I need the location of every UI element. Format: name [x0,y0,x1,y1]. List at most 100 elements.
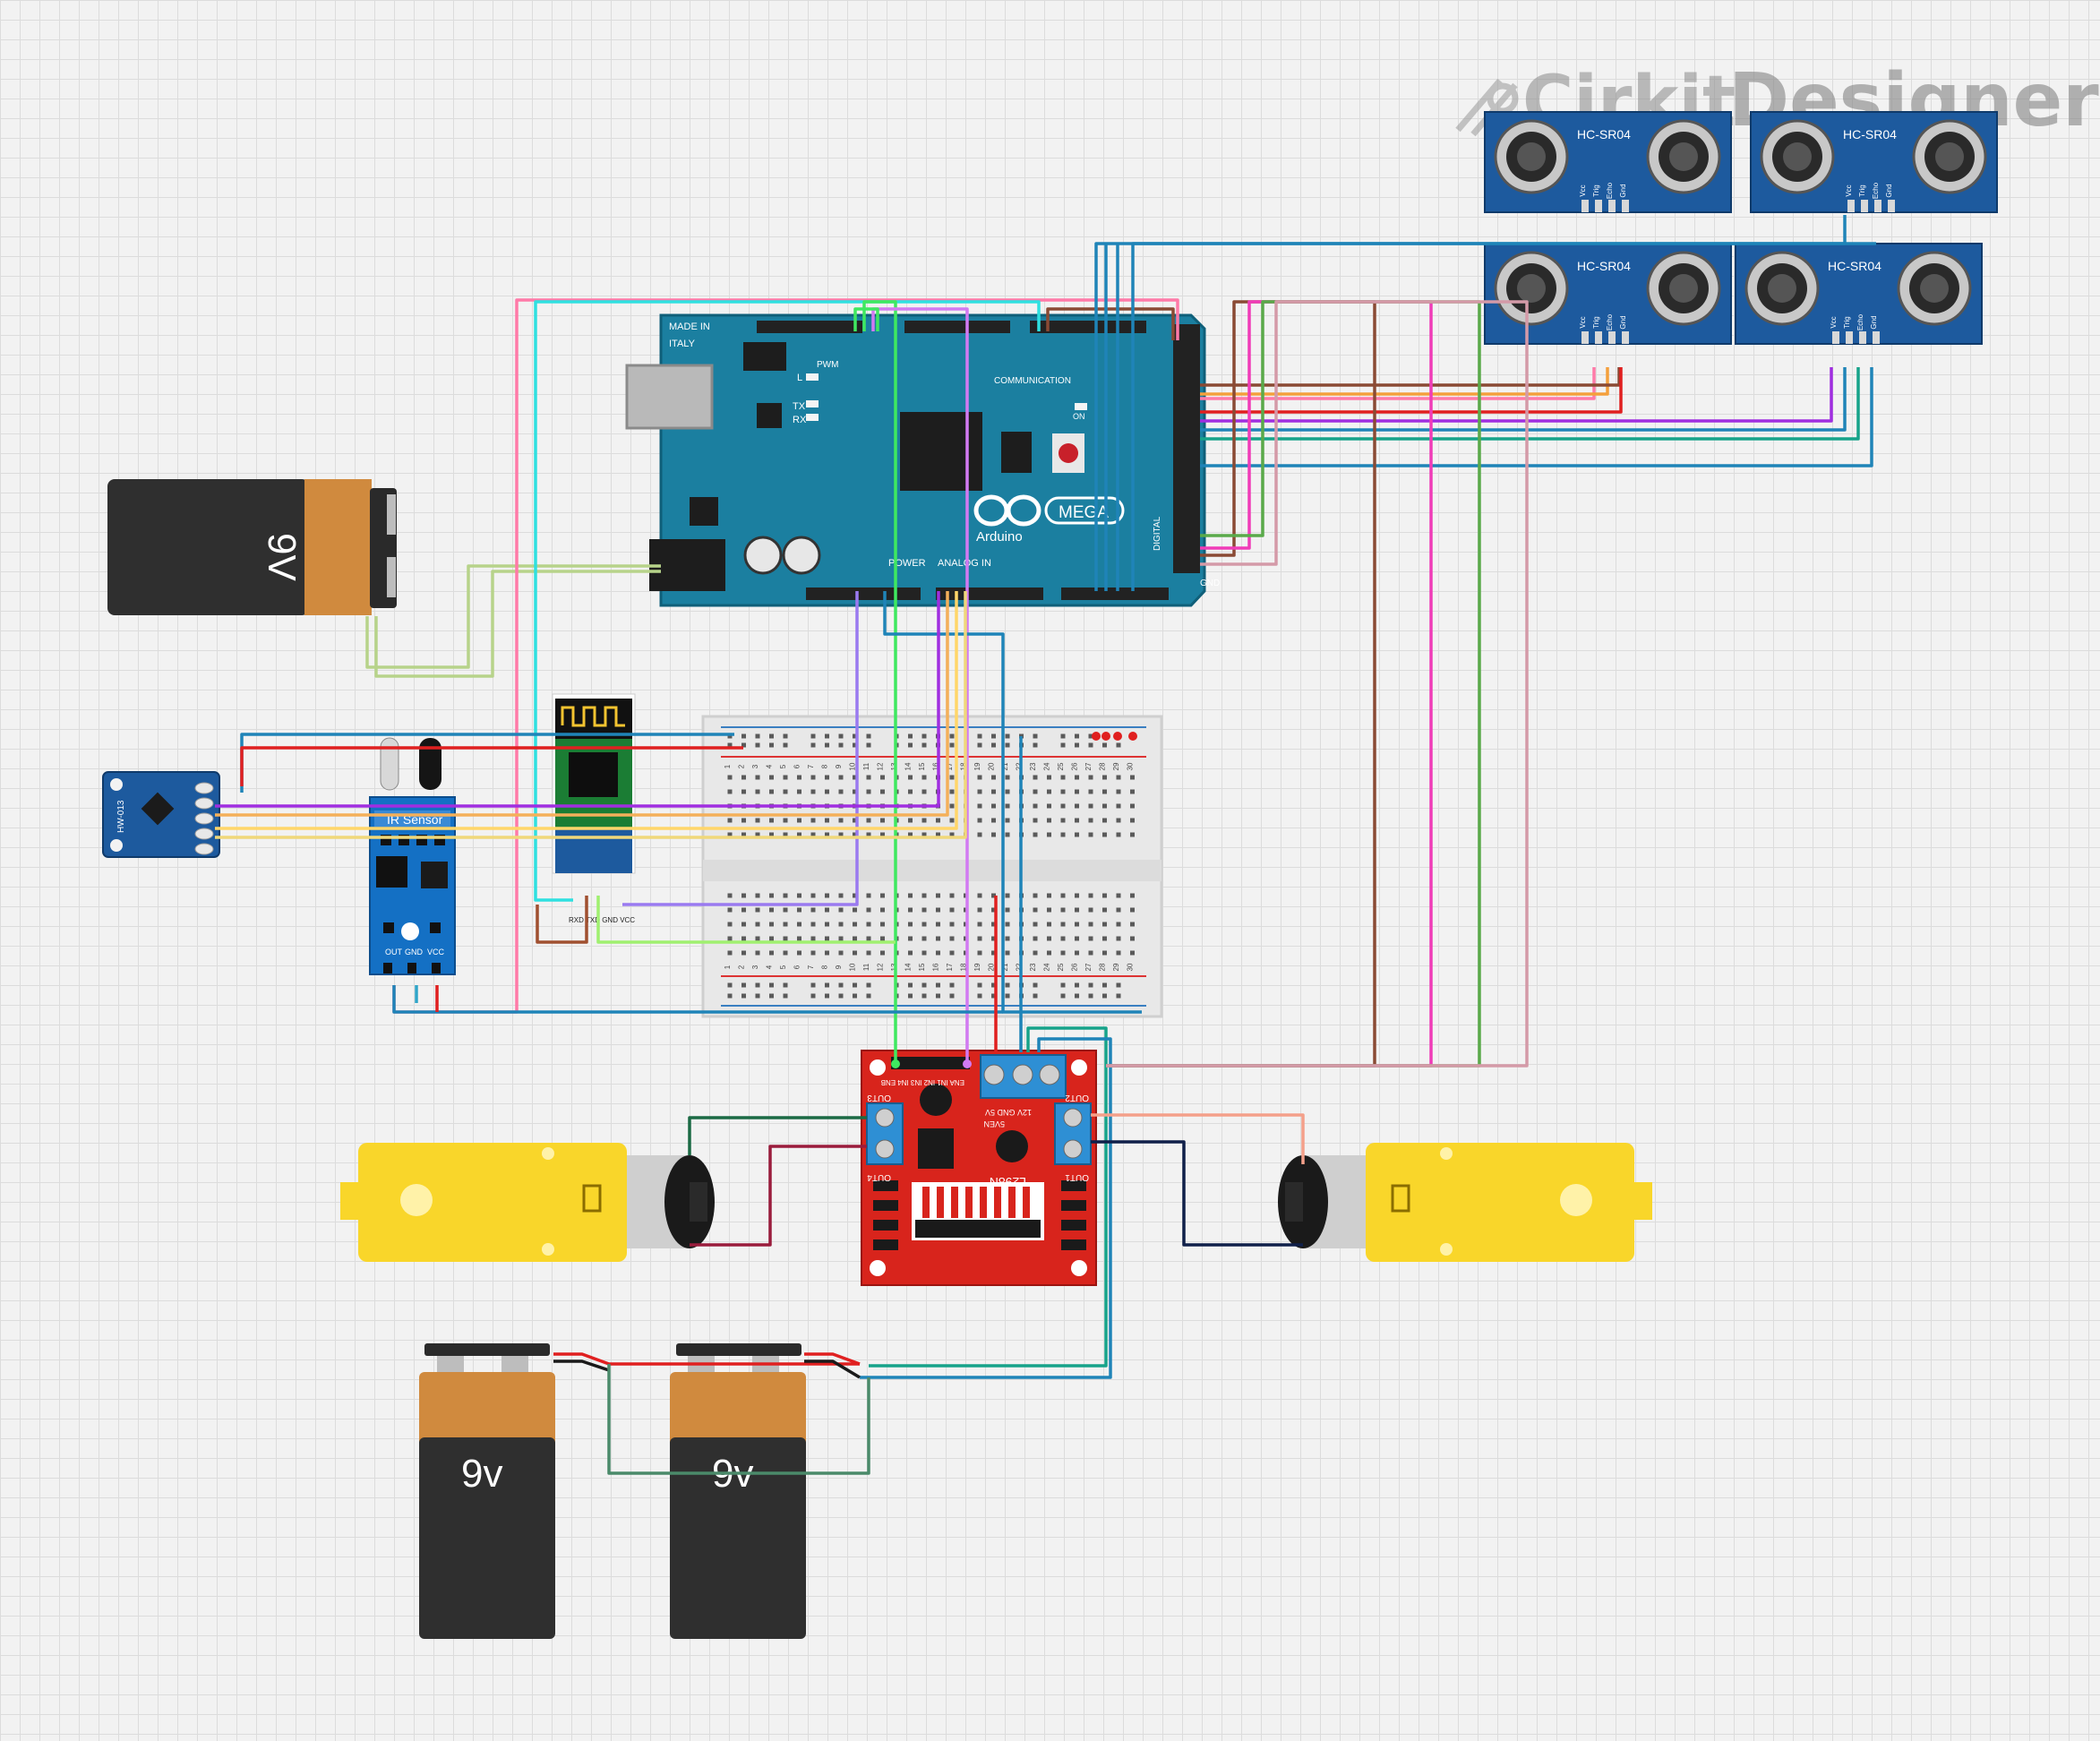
breadboard-hole[interactable] [866,832,871,837]
breadboard-hole[interactable] [908,922,913,927]
breadboard-hole[interactable] [1033,950,1038,956]
breadboard-hole[interactable] [727,922,733,927]
breadboard-rail-hole[interactable] [1075,982,1079,988]
breadboard-rail-hole[interactable] [1060,993,1066,999]
breadboard-rail-hole[interactable] [866,993,871,999]
breadboard-hole[interactable] [783,818,788,823]
breadboard-hole[interactable] [1102,936,1107,941]
breadboard-hole[interactable] [1060,818,1066,823]
breadboard-hole[interactable] [1130,832,1135,837]
breadboard-rail-hole[interactable] [908,993,913,999]
breadboard-hole[interactable] [1005,907,1010,913]
breadboard-hole[interactable] [1102,950,1107,956]
breadboard-hole[interactable] [797,950,801,956]
breadboard-hole[interactable] [783,907,788,913]
breadboard-hole[interactable] [991,803,996,809]
breadboard-rail-hole[interactable] [1033,993,1038,999]
breadboard-hole[interactable] [838,832,844,837]
breadboard-hole[interactable] [741,775,746,780]
ir-sensor-module[interactable]: IR Sensor OUT GND VCC [369,737,456,975]
breadboard-rail-hole[interactable] [977,742,982,748]
breadboard-rail-hole[interactable] [825,982,829,988]
breadboard-hole[interactable] [853,832,857,837]
battery-9v-motor-2[interactable]: 9v [670,1343,806,1639]
breadboard-hole[interactable] [921,789,927,794]
breadboard-hole[interactable] [741,832,746,837]
breadboard-hole[interactable] [727,893,733,898]
breadboard-hole[interactable] [949,950,955,956]
breadboard-rail-hole[interactable] [727,982,733,988]
breadboard-hole[interactable] [727,907,733,913]
breadboard-hole[interactable] [936,818,940,823]
breadboard-hole[interactable] [1116,907,1121,913]
breadboard-hole[interactable] [977,803,982,809]
breadboard-hole[interactable] [1130,893,1135,898]
breadboard-hole[interactable] [1130,789,1135,794]
breadboard-hole[interactable] [1075,936,1079,941]
breadboard-hole[interactable] [755,789,760,794]
breadboard-rail-hole[interactable] [1005,993,1010,999]
breadboard-rail-hole[interactable] [866,982,871,988]
breadboard-hole[interactable] [797,893,801,898]
breadboard-hole[interactable] [866,893,871,898]
breadboard-hole[interactable] [866,818,871,823]
breadboard-hole[interactable] [936,832,940,837]
breadboard-hole[interactable] [1060,936,1066,941]
breadboard-rail-hole[interactable] [769,993,774,999]
breadboard-hole[interactable] [1047,936,1051,941]
breadboard-rail-hole[interactable] [921,993,927,999]
breadboard-rail-hole[interactable] [1088,733,1093,739]
breadboard-hole[interactable] [1116,936,1121,941]
breadboard-hole[interactable] [1075,803,1079,809]
breadboard-hole[interactable] [936,907,940,913]
breadboard-hole[interactable] [797,818,801,823]
breadboard-hole[interactable] [783,832,788,837]
breadboard-rail-hole[interactable] [1075,733,1079,739]
breadboard-hole[interactable] [991,818,996,823]
breadboard-hole[interactable] [838,818,844,823]
breadboard-hole[interactable] [755,775,760,780]
breadboard-rail-hole[interactable] [810,993,816,999]
battery-9v-main[interactable]: 9V [107,479,397,615]
breadboard-hole[interactable] [1060,789,1066,794]
breadboard-hole[interactable] [1130,907,1135,913]
breadboard-hole[interactable] [1102,775,1107,780]
breadboard-hole[interactable] [783,893,788,898]
breadboard-hole[interactable] [991,775,996,780]
breadboard-hole[interactable] [727,936,733,941]
breadboard-rail-hole[interactable] [1088,742,1093,748]
breadboard-hole[interactable] [1075,950,1079,956]
breadboard-hole[interactable] [825,775,829,780]
breadboard-hole[interactable] [1033,893,1038,898]
breadboard-hole[interactable] [1130,922,1135,927]
breadboard-hole[interactable] [1047,832,1051,837]
breadboard-hole[interactable] [1088,950,1093,956]
breadboard-hole[interactable] [949,803,955,809]
breadboard-hole[interactable] [949,832,955,837]
breadboard-hole[interactable] [1060,803,1066,809]
breadboard-hole[interactable] [1005,775,1010,780]
breadboard-hole[interactable] [769,893,774,898]
breadboard-rail-hole[interactable] [727,993,733,999]
breadboard-hole[interactable] [727,789,733,794]
breadboard-hole[interactable] [853,950,857,956]
breadboard-hole[interactable] [1047,893,1051,898]
breadboard-hole[interactable] [977,907,982,913]
breadboard-rail-hole[interactable] [853,733,857,739]
breadboard-hole[interactable] [783,936,788,941]
breadboard-hole[interactable] [1088,907,1093,913]
breadboard-hole[interactable] [949,936,955,941]
breadboard-hole[interactable] [810,818,816,823]
breadboard-hole[interactable] [797,832,801,837]
breadboard-hole[interactable] [1130,818,1135,823]
breadboard-hole[interactable] [1033,832,1038,837]
breadboard-rail-hole[interactable] [1060,742,1066,748]
breadboard-rail-hole[interactable] [1033,733,1038,739]
breadboard-hole[interactable] [921,922,927,927]
breadboard-hole[interactable] [825,789,829,794]
breadboard-hole[interactable] [1102,818,1107,823]
breadboard-rail-hole[interactable] [838,993,844,999]
breadboard-hole[interactable] [880,907,885,913]
breadboard-hole[interactable] [921,936,927,941]
